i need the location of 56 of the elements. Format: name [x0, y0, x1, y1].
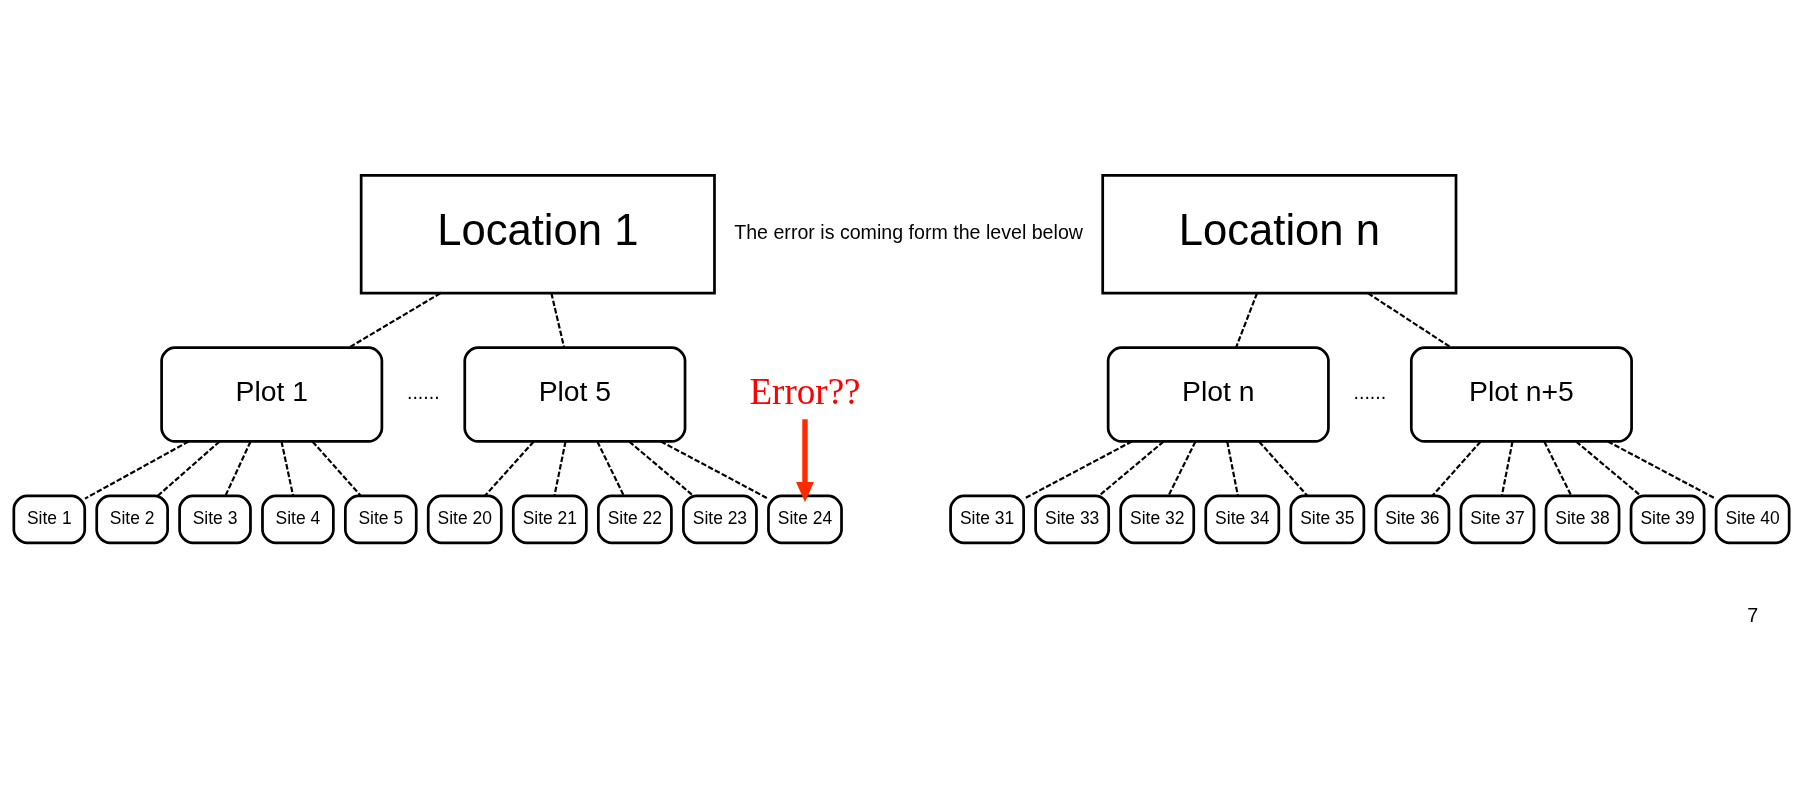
connector: [1543, 441, 1573, 497]
label: The error is coming form the level below: [734, 221, 1083, 244]
connector: [596, 441, 625, 497]
node-box: Site 35: [1289, 494, 1366, 545]
node-box: Site 23: [682, 494, 758, 545]
node-box: Site 40: [1714, 494, 1791, 545]
connector: [484, 440, 535, 497]
node-box: Site 2: [95, 494, 169, 545]
connector: [660, 440, 769, 500]
connector: [348, 292, 441, 349]
node-box: Site 21: [511, 494, 588, 545]
node-box: Site 31: [949, 494, 1025, 545]
connector: [1575, 440, 1642, 497]
node-box: Site 36: [1374, 494, 1451, 545]
label: 7: [1747, 603, 1759, 626]
connector: [1258, 440, 1309, 497]
node-box: Site 5: [344, 494, 418, 545]
connector: [280, 441, 295, 496]
node-box: Site 37: [1459, 494, 1536, 545]
node-box: Site 4: [261, 494, 335, 545]
connector: [1167, 441, 1197, 497]
connector: [311, 440, 362, 497]
connector: [224, 441, 252, 497]
connector: [1023, 440, 1133, 500]
node-box: Site 39: [1629, 494, 1706, 545]
node-box: Location n: [1101, 174, 1458, 295]
connector: [1367, 292, 1452, 349]
node-box: Plot n+5: [1409, 346, 1633, 443]
connector: [628, 440, 694, 497]
node-box: Plot 5: [463, 346, 687, 443]
connector: [1098, 440, 1165, 497]
node-box: Site 3: [178, 494, 252, 545]
connector: [157, 440, 221, 497]
label: ......: [1353, 381, 1387, 404]
node-box: Site 24: [767, 494, 843, 545]
node-box: Site 38: [1544, 494, 1621, 545]
connector: [1235, 292, 1258, 348]
node-box: Location 1: [359, 174, 716, 295]
connector: [553, 441, 567, 496]
node-box: Plot n: [1106, 346, 1330, 443]
node-box: Site 33: [1034, 494, 1111, 545]
node-box: Plot 1: [160, 346, 384, 443]
connector: [84, 440, 190, 500]
node-box: Site 32: [1119, 494, 1196, 545]
label: ......: [406, 381, 440, 404]
connector: [1431, 440, 1482, 497]
node-box: Site 22: [596, 494, 673, 545]
node-box: Site 34: [1204, 494, 1281, 545]
node-text: Error??: [749, 371, 861, 413]
node-box: Site 20: [426, 494, 503, 545]
connector: [1607, 440, 1717, 500]
connector: [1500, 441, 1514, 496]
arrow: [796, 419, 814, 503]
connector: [550, 293, 566, 348]
node-box: Site 1: [12, 494, 87, 545]
connector: [1226, 441, 1239, 496]
